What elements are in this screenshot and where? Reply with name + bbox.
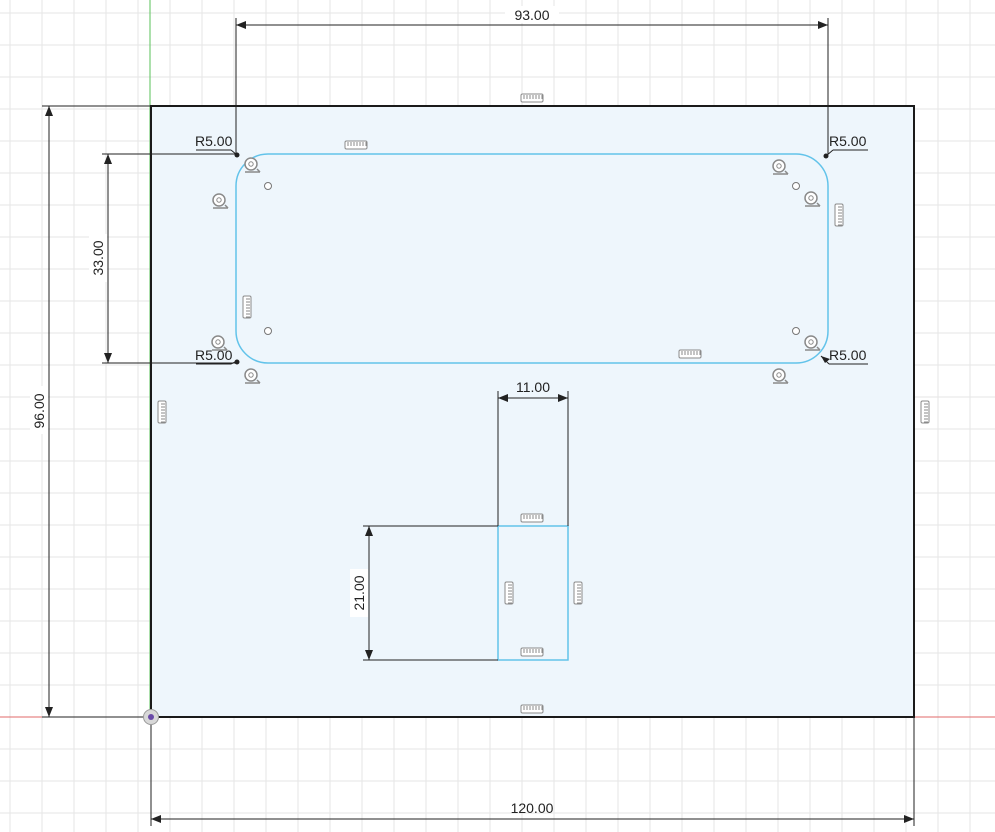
tangent-constraint-icon[interactable] bbox=[244, 157, 261, 173]
tangent-constraint-icon[interactable] bbox=[772, 159, 789, 175]
dimension-label-overall-height: 96.00 bbox=[31, 393, 47, 428]
tangent-constraint-icon[interactable] bbox=[211, 335, 228, 351]
dimension-small-height[interactable]: 21.00 bbox=[350, 525, 498, 661]
small-rectangle-profile[interactable] bbox=[497, 525, 569, 661]
vertical-constraint-icon[interactable] bbox=[157, 400, 167, 424]
vertical-constraint-icon[interactable] bbox=[242, 295, 252, 319]
radius-label-bottom-left: R5.00 bbox=[195, 347, 233, 363]
vertical-constraint-icon[interactable] bbox=[920, 400, 930, 424]
constraint-glyphs bbox=[157, 93, 930, 714]
radius-dimension-top-right[interactable]: R5.00 bbox=[823, 133, 869, 159]
dimension-overall-height[interactable]: 96.00 bbox=[30, 105, 151, 718]
horizontal-constraint-icon[interactable] bbox=[520, 704, 544, 714]
radius-label-top-left: R5.00 bbox=[195, 133, 233, 149]
horizontal-constraint-icon[interactable] bbox=[678, 349, 702, 359]
arc-center-point[interactable] bbox=[264, 327, 272, 335]
arc-center-point[interactable] bbox=[792, 327, 800, 335]
tangent-constraint-icon[interactable] bbox=[804, 191, 821, 207]
dimension-small-width[interactable]: 11.00 bbox=[497, 379, 569, 526]
vertical-constraint-icon[interactable] bbox=[504, 581, 514, 605]
dimension-label-small-height: 21.00 bbox=[351, 575, 367, 610]
dimension-overall-width[interactable]: 120.00 bbox=[150, 717, 915, 826]
radius-label-top-right: R5.00 bbox=[829, 133, 867, 149]
arc-center-point[interactable] bbox=[792, 182, 800, 190]
dimension-label-top-width: 93.00 bbox=[514, 7, 549, 23]
arc-center-point[interactable] bbox=[264, 182, 272, 190]
vertical-constraint-icon[interactable] bbox=[573, 581, 583, 605]
dimension-label-overall-width: 120.00 bbox=[511, 800, 554, 816]
radius-dimension-bottom-left[interactable]: R5.00 bbox=[195, 347, 240, 365]
tangent-constraint-icon[interactable] bbox=[212, 193, 229, 209]
dimension-top-width[interactable]: 93.00 bbox=[235, 6, 829, 154]
radius-label-bottom-right: R5.00 bbox=[829, 347, 867, 363]
rounded-slot-profile[interactable] bbox=[235, 153, 829, 364]
horizontal-constraint-icon[interactable] bbox=[520, 513, 544, 523]
vertical-constraint-icon[interactable] bbox=[834, 203, 844, 227]
horizontal-constraint-icon[interactable] bbox=[520, 93, 544, 103]
horizontal-constraint-icon[interactable] bbox=[344, 140, 368, 150]
origin-point-icon[interactable] bbox=[143, 709, 159, 725]
dimension-label-small-width: 11.00 bbox=[516, 379, 550, 395]
tangent-constraint-icon[interactable] bbox=[804, 335, 821, 351]
tangent-constraint-icon[interactable] bbox=[772, 368, 789, 384]
base-plate[interactable] bbox=[150, 105, 915, 718]
dimension-label-slot-height: 33.00 bbox=[90, 240, 106, 275]
radius-dimension-bottom-right[interactable]: R5.00 bbox=[820, 347, 868, 365]
dimension-slot-height[interactable]: 33.00 bbox=[89, 153, 236, 364]
horizontal-constraint-icon[interactable] bbox=[520, 647, 544, 657]
tangent-constraint-icon[interactable] bbox=[244, 368, 261, 384]
radius-dimension-top-left[interactable]: R5.00 bbox=[195, 133, 240, 158]
